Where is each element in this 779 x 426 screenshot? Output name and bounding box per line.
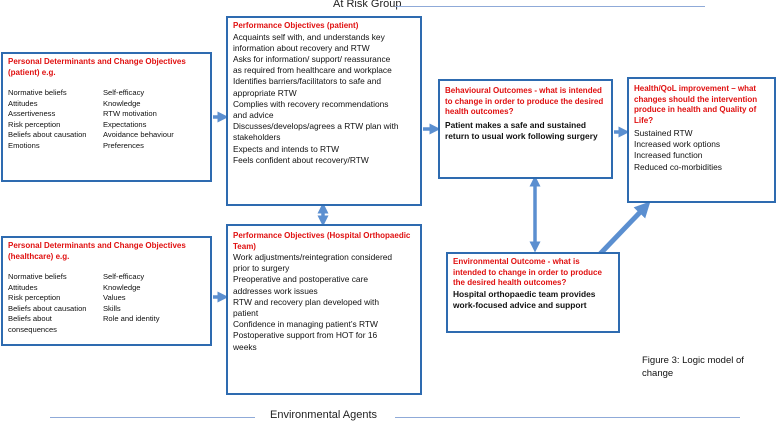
list-item: return to usual work following surgery bbox=[445, 130, 598, 141]
list-item: Normative beliefs bbox=[8, 272, 67, 281]
list-item: Patient makes a safe and sustained bbox=[445, 119, 587, 130]
list-item: work-focused advice and support bbox=[453, 299, 587, 310]
list-item: Values bbox=[102, 293, 126, 302]
list-item: Complies with recovery recommendations bbox=[233, 98, 389, 109]
health-qol-box: Health/QoL improvement – what changes sh… bbox=[627, 77, 776, 203]
list-item: Postoperative support from HOT for 16 bbox=[233, 330, 378, 341]
pd-healthcare-right-col: Self-efficacy Knowledge Values Skills Ro… bbox=[103, 272, 205, 335]
pd-healthcare-left-col: Normative beliefs Attitudes Risk percept… bbox=[8, 272, 103, 335]
list-item: Sustained RTW bbox=[634, 128, 693, 138]
bottom-rule-left bbox=[50, 417, 255, 418]
figure-caption: Figure 3: Logic model of change bbox=[642, 355, 744, 379]
list-item: Asks for information/ support/ reassuran… bbox=[233, 53, 391, 64]
environmental-outcome-box: Environmental Outcome - what is intended… bbox=[446, 252, 620, 333]
pd-healthcare-box: Personal Determinants and Change Objecti… bbox=[1, 236, 212, 346]
po-hospital-box: Performance Objectives (Hospital Orthopa… bbox=[226, 224, 422, 395]
list-item: stakeholders bbox=[233, 132, 281, 143]
bottom-label: Environmental Agents bbox=[270, 409, 378, 421]
pd-patient-left-col: Normative beliefs Attitudes Assertivenes… bbox=[8, 88, 103, 151]
list-item: RTW motivation bbox=[102, 109, 157, 118]
list-item: Self-efficacy bbox=[102, 272, 145, 281]
list-item: Preferences bbox=[102, 140, 144, 150]
list-item: Risk perception bbox=[8, 293, 61, 302]
po-patient-title: Performance Objectives (patient) bbox=[233, 21, 359, 30]
list-item: Confidence in managing patient’s RTW bbox=[233, 319, 378, 330]
health-qol-title: Health/QoL improvement – what changes sh… bbox=[634, 84, 758, 125]
list-item: Role and identity bbox=[102, 314, 160, 323]
behavioural-outcomes-title: Behavioural Outcomes - what is intended … bbox=[445, 86, 604, 116]
list-item: patient bbox=[233, 308, 259, 319]
list-item: Knowledge bbox=[102, 98, 141, 108]
list-item: appropriate RTW bbox=[233, 87, 297, 98]
list-item: Risk perception bbox=[8, 119, 61, 129]
po-patient-box: Performance Objectives (patient) Acquain… bbox=[226, 16, 422, 206]
pd-patient-title: Personal Determinants and Change Objecti… bbox=[8, 57, 186, 77]
list-item: Skills bbox=[102, 303, 121, 313]
list-item: Identifies barriers/facilitators to safe… bbox=[233, 76, 382, 87]
list-item: Feels confident about recovery/RTW bbox=[233, 154, 369, 165]
pd-patient-box: Personal Determinants and Change Objecti… bbox=[1, 52, 212, 182]
list-item: Expects and intends to RTW bbox=[233, 143, 339, 154]
list-item: as required from healthcare and workplac… bbox=[233, 65, 392, 76]
behavioural-outcomes-box: Behavioural Outcomes - what is intended … bbox=[438, 79, 613, 179]
pd-healthcare-title: Personal Determinants and Change Objecti… bbox=[8, 241, 186, 261]
list-item: addresses work issues bbox=[233, 285, 318, 296]
list-item: Avoidance behaviour bbox=[102, 130, 174, 139]
list-item: Discusses/develops/agrees a RTW plan wit… bbox=[233, 121, 399, 132]
list-item: Increased work options bbox=[634, 139, 721, 150]
list-item: Beliefs about causation bbox=[8, 303, 87, 313]
list-item: Emotions bbox=[8, 140, 40, 150]
arrow-environmental-to-health bbox=[598, 201, 651, 256]
list-item: Reduced co-morbidities bbox=[634, 161, 722, 172]
list-item: Work adjustments/reintegration considere… bbox=[233, 252, 393, 262]
top-rule bbox=[395, 6, 705, 7]
list-item: and advice bbox=[233, 109, 274, 120]
list-item: prior to surgery bbox=[233, 263, 290, 274]
list-item: Attitudes bbox=[8, 98, 38, 108]
list-item: Preoperative and postoperative care bbox=[233, 274, 369, 285]
list-item: weeks bbox=[233, 341, 257, 352]
list-item: Beliefs about causation bbox=[8, 130, 87, 139]
list-item: Assertiveness bbox=[8, 109, 56, 118]
top-label: At Risk Group bbox=[333, 0, 402, 10]
po-hospital-title: Performance Objectives (Hospital Orthopa… bbox=[233, 231, 411, 251]
list-item: information about recovery and RTW bbox=[233, 42, 370, 53]
list-item: Normative beliefs bbox=[8, 88, 67, 97]
pd-patient-right-col: Self-efficacy Knowledge RTW motivation E… bbox=[103, 88, 205, 151]
bottom-rule-right bbox=[395, 417, 740, 418]
list-item: Knowledge bbox=[102, 282, 141, 292]
list-item: Self-efficacy bbox=[102, 88, 145, 97]
list-item: Increased function bbox=[634, 150, 703, 161]
list-item: Attitudes bbox=[8, 282, 38, 292]
list-item: Hospital orthopaedic team provides bbox=[453, 288, 596, 299]
list-item: RTW and recovery plan developed with bbox=[233, 296, 380, 307]
list-item: Expectations bbox=[102, 119, 147, 129]
list-item: Beliefs about consequences bbox=[8, 314, 57, 334]
environmental-outcome-title: Environmental Outcome - what is intended… bbox=[453, 257, 602, 287]
list-item: Acquaints self with, and understands key bbox=[233, 31, 385, 42]
